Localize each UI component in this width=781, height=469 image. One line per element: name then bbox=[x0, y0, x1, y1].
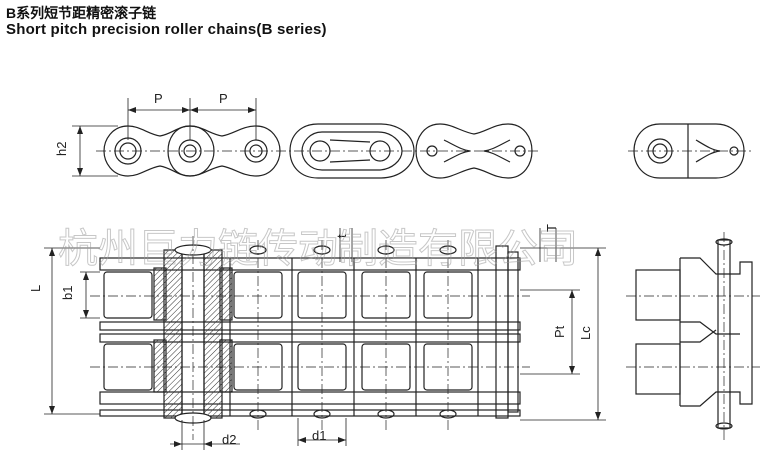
title-chinese: B系列短节距精密滚子链 bbox=[6, 5, 157, 21]
label-d1: d1 bbox=[312, 428, 326, 443]
chain-side-view bbox=[72, 98, 540, 179]
chain-end-view-top bbox=[628, 123, 752, 179]
chain-plan-view bbox=[44, 228, 606, 450]
label-T: T bbox=[544, 224, 559, 232]
chain-end-view-bottom bbox=[626, 232, 760, 440]
watermark-company: 杭州巨力链传动制造有限公司 bbox=[58, 226, 578, 272]
label-b1: b1 bbox=[60, 286, 75, 300]
title-english: Short pitch precision roller chains(B se… bbox=[6, 21, 327, 38]
label-Lc: Lc bbox=[578, 326, 593, 340]
label-pitch-1: P bbox=[154, 91, 163, 106]
label-t: t bbox=[334, 234, 349, 238]
label-h2: h2 bbox=[54, 142, 69, 156]
label-L: L bbox=[28, 285, 43, 292]
label-d2: d2 bbox=[222, 432, 236, 447]
label-pitch-2: P bbox=[219, 91, 228, 106]
label-Pt: Pt bbox=[552, 325, 567, 338]
